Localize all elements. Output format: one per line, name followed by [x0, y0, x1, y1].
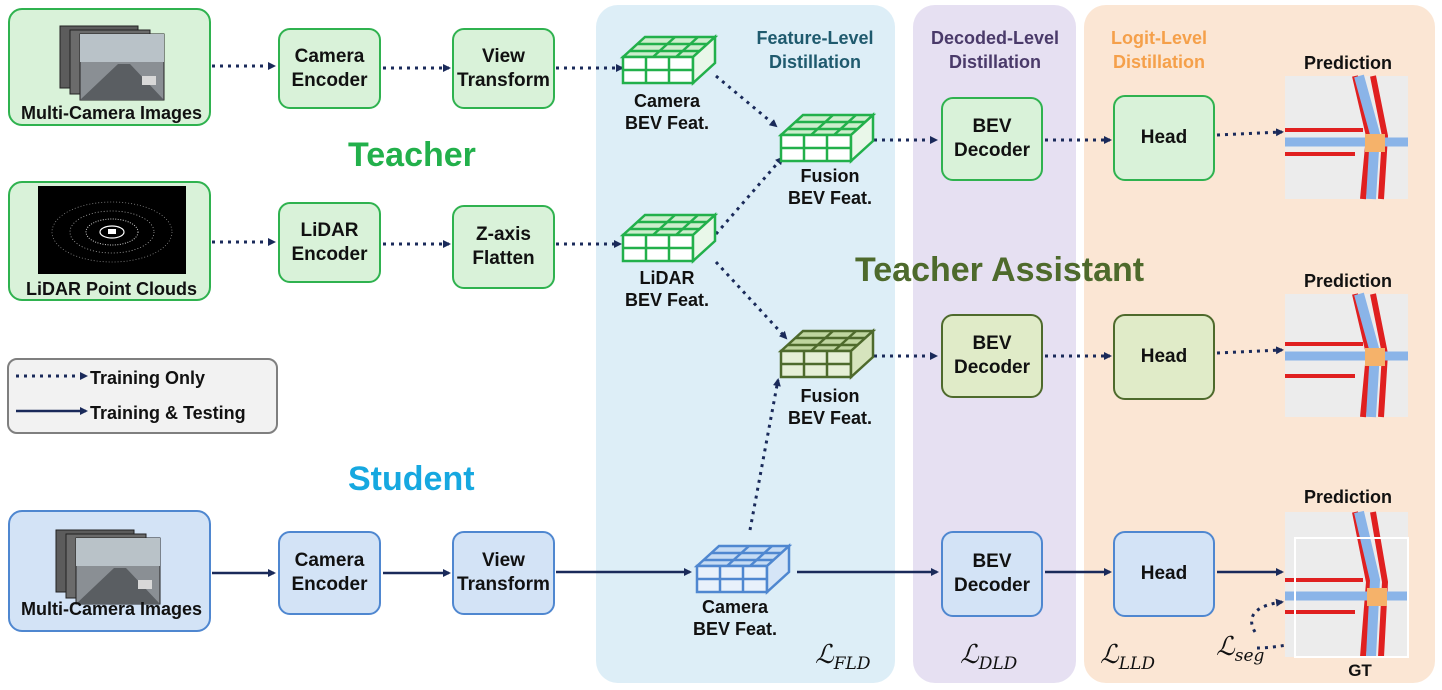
teacher-fusion-bev-label: Fusion BEV Feat.	[787, 166, 873, 208]
student-prediction-map	[1285, 510, 1409, 658]
teacher-title: Teacher	[348, 136, 476, 174]
student-title: Student	[348, 460, 475, 498]
arrow	[1216, 346, 1284, 355]
student-camera-bev-cube	[693, 543, 793, 595]
arrow	[1250, 598, 1284, 633]
teacher-prediction-label: Prediction	[1303, 53, 1392, 73]
teacher-camera-input-label: Multi-Camera Images	[20, 103, 203, 123]
feature-level-title: Feature-Level Distillation	[756, 28, 874, 72]
teacher-prediction-map	[1285, 74, 1408, 200]
decoded-level-title: Decoded-Level Distillation	[930, 28, 1060, 72]
teacher-bev-decoder: BEV Decoder	[941, 97, 1043, 181]
teacher-lidar-encoder: LiDAR Encoder	[278, 202, 381, 283]
teacher-camera-input: Multi-Camera Images	[8, 8, 211, 126]
teacher-lidar-bev-cube	[619, 212, 719, 264]
camera-images-icon	[55, 529, 161, 605]
ta-prediction-map	[1285, 292, 1408, 418]
loss-fld: ℒFLD	[815, 640, 871, 675]
student-camera-encoder: Camera Encoder	[278, 531, 381, 615]
teacher-camera-bev-label: Camera BEV Feat.	[624, 91, 710, 133]
legend-training-only-label: Training Only	[90, 368, 206, 388]
teacher-head: Head	[1113, 95, 1215, 181]
lidar-point-cloud-icon	[38, 186, 186, 274]
arrow	[748, 378, 781, 531]
student-camera-input: Multi-Camera Images	[8, 510, 211, 632]
camera-images-icon	[59, 25, 165, 101]
loss-lld: ℒLLD	[1100, 640, 1155, 675]
ta-head: Head	[1113, 314, 1215, 400]
arrow	[715, 74, 778, 128]
loss-seg: ℒseg	[1216, 632, 1265, 667]
student-view-transform: View Transform	[452, 531, 555, 615]
teacher-lidar-input: LiDAR Point Clouds	[8, 181, 211, 301]
teacher-camera-bev-cube	[619, 34, 719, 86]
gt-label: GT	[1348, 661, 1372, 680]
ta-fusion-bev-cube	[777, 328, 877, 380]
teacher-assistant-title: Teacher Assistant	[855, 251, 1145, 289]
arrow	[714, 260, 788, 340]
student-prediction-label: Prediction	[1303, 487, 1392, 507]
student-camera-bev-label: Camera BEV Feat.	[692, 597, 778, 639]
ta-bev-decoder: BEV Decoder	[941, 314, 1043, 398]
legend-training-testing-label: Training & Testing	[90, 403, 246, 423]
arrow	[714, 156, 784, 235]
legend	[7, 358, 278, 434]
teacher-lidar-input-label: LiDAR Point Clouds	[26, 279, 197, 299]
logit-level-title: Logit-Level Distillation	[1110, 28, 1207, 72]
teacher-view-transform: View Transform	[452, 28, 555, 109]
teacher-z-flatten: Z-axis Flatten	[452, 205, 555, 289]
student-head: Head	[1113, 531, 1215, 617]
arrow	[1216, 128, 1284, 137]
student-bev-decoder: BEV Decoder	[941, 531, 1043, 617]
teacher-fusion-bev-cube	[777, 112, 877, 164]
teacher-lidar-bev-label: LiDAR BEV Feat.	[624, 268, 710, 310]
ta-fusion-bev-label: Fusion BEV Feat.	[787, 386, 873, 428]
student-camera-input-label: Multi-Camera Images	[20, 599, 203, 619]
loss-dld: ℒDLD	[960, 640, 1018, 675]
ta-prediction-label: Prediction	[1303, 271, 1392, 291]
teacher-camera-encoder: Camera Encoder	[278, 28, 381, 109]
